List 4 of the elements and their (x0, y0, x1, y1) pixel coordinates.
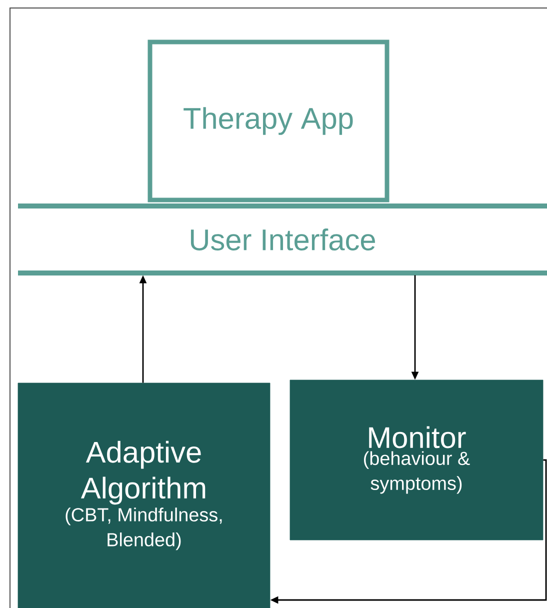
interface-band: User Interface (18, 204, 547, 276)
app-box: Therapy App (148, 40, 390, 202)
process-box: Monitor (behaviour & symptoms) (290, 380, 544, 540)
process-box: Adaptive Algorithm (CBT, Mindfulness, Blended) (18, 382, 270, 608)
